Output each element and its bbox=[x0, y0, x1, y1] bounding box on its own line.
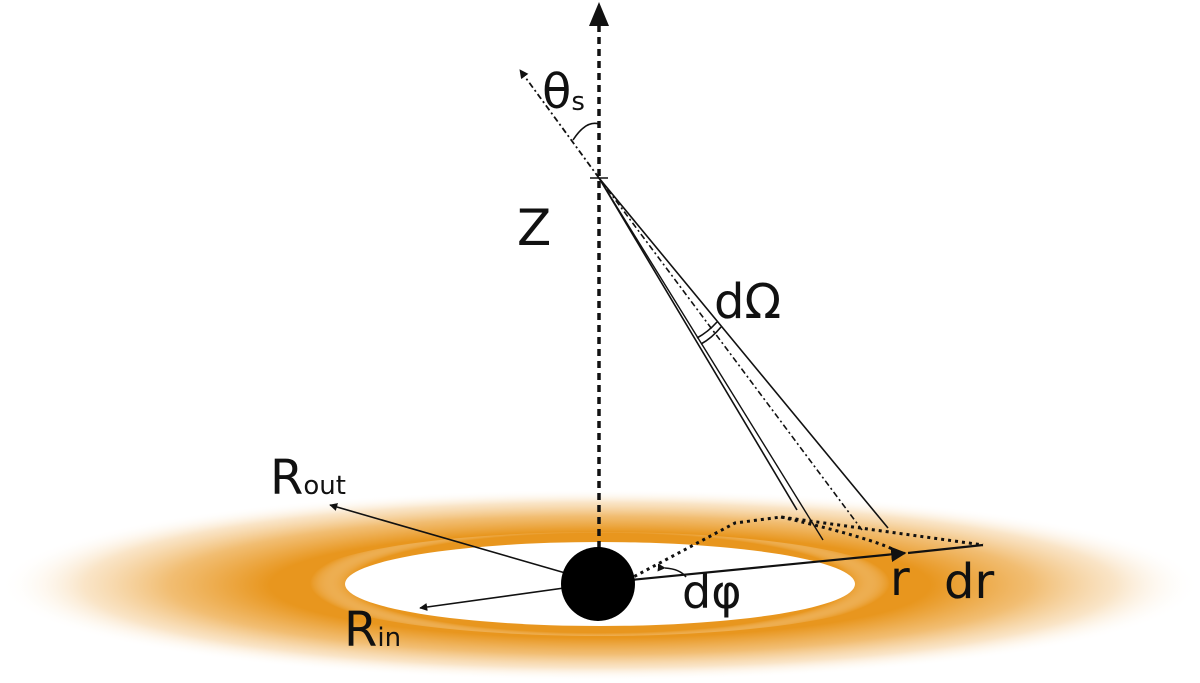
label-r-out: Rout bbox=[270, 450, 346, 506]
black-hole bbox=[561, 547, 635, 621]
solid-angle-cone bbox=[598, 177, 889, 541]
label-d-phi: dφ bbox=[682, 565, 742, 619]
label-theta-s: θs bbox=[542, 64, 585, 120]
z-axis bbox=[589, 2, 609, 560]
label-r-in: Rin bbox=[344, 602, 401, 658]
label-d-omega: dΩ bbox=[714, 274, 781, 330]
label-r: r bbox=[890, 551, 910, 607]
label-z: Z bbox=[517, 199, 551, 257]
theta-arc bbox=[572, 122, 600, 141]
label-dr: dr bbox=[944, 554, 994, 610]
phi-arc bbox=[657, 563, 687, 578]
source-direction-line bbox=[519, 69, 600, 179]
area-element bbox=[621, 515, 984, 585]
